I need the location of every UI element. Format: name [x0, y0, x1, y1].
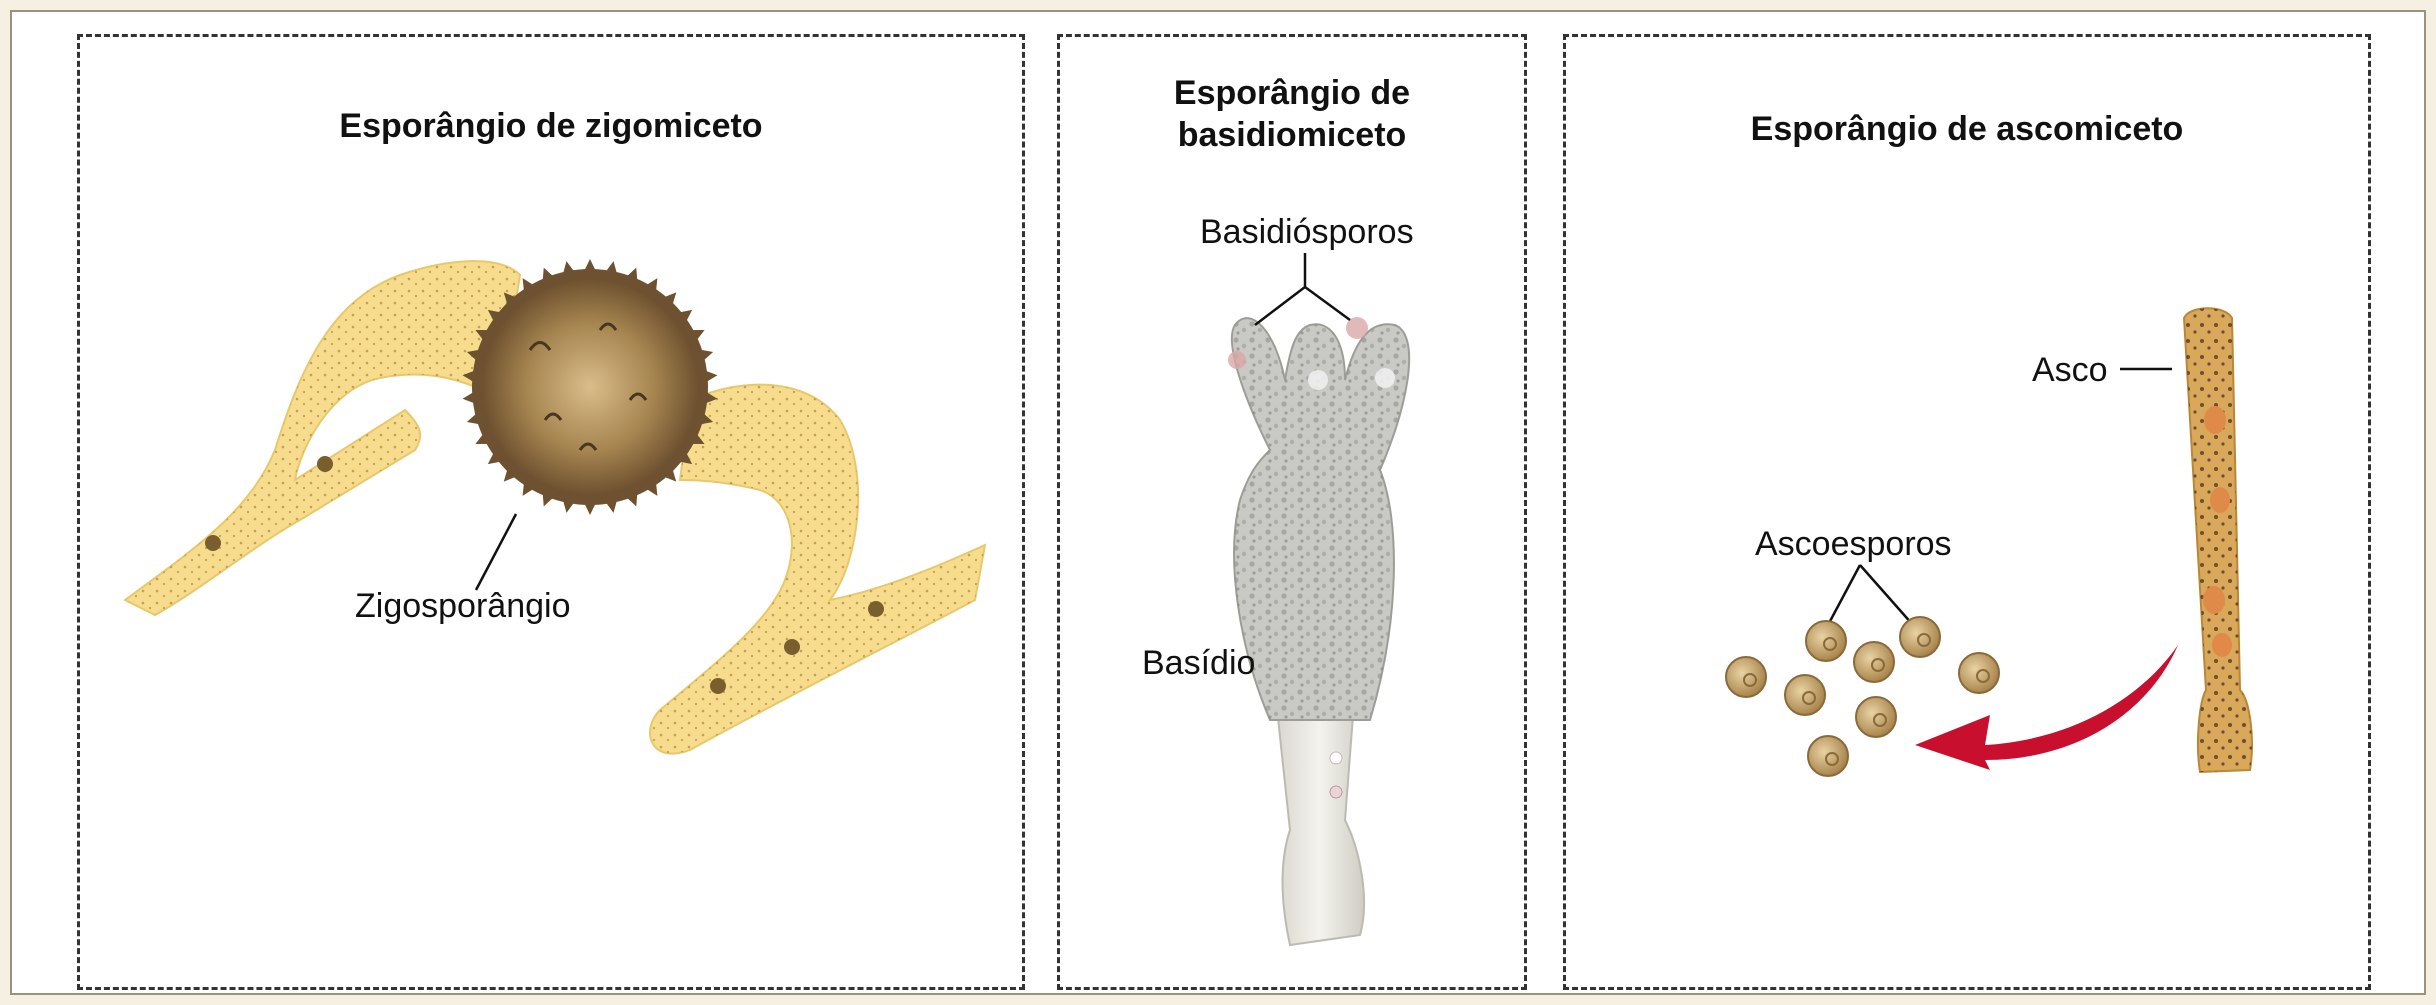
panel-title-line2: basidiomiceto	[1177, 116, 1407, 154]
label-basidium: Basídio	[1142, 644, 1256, 682]
right-hypha	[649, 383, 987, 755]
ascospore	[1784, 674, 1826, 716]
ascospore	[1855, 696, 1897, 738]
figure-frame	[10, 10, 2426, 995]
ascospore	[1725, 656, 1767, 698]
basidium-stalk	[1273, 689, 1366, 947]
ascospore	[1899, 616, 1941, 658]
ascospore	[1958, 652, 2000, 694]
ascospores	[1725, 616, 2000, 777]
label-basidiospores: Basidiósporos	[1200, 213, 1414, 251]
panel-title-line1: Esporângio de	[1173, 74, 1411, 112]
panel-ascomycete	[1563, 34, 2371, 990]
basidium-body	[1228, 317, 1411, 721]
left-hypha	[123, 260, 522, 617]
panel-zygomycete	[77, 34, 1025, 990]
panel-title-ascomycete: Esporângio de ascomiceto	[1750, 110, 2184, 148]
panel-basidiomycete	[1057, 34, 1527, 990]
zygosporangium-body	[462, 259, 718, 515]
label-zygosporangium: Zigosporângio	[355, 587, 571, 625]
ascospore	[1807, 735, 1849, 777]
panel-title-basidiomycete: Esporângio de basidiomiceto	[1057, 72, 1527, 156]
basidiospores-leader	[1254, 253, 1351, 326]
panel-title-zygomycete: Esporângio de zigomiceto	[339, 107, 763, 145]
release-arrow	[1915, 645, 2178, 770]
ascospore	[1805, 620, 1847, 662]
zygosporangium-leader	[474, 513, 518, 591]
label-ascospores: Ascoesporos	[1755, 525, 1952, 563]
ascospore	[1853, 641, 1895, 683]
ascospores-leader	[1826, 564, 1914, 626]
ascus-body	[2182, 307, 2253, 774]
label-ascus: Asco	[2032, 351, 2108, 389]
